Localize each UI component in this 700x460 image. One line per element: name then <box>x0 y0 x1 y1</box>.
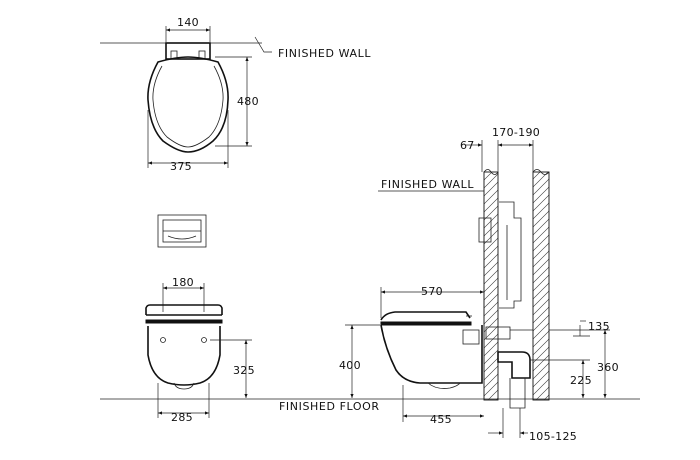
flush-plate-outer <box>157 214 207 248</box>
flush-plate <box>157 214 207 248</box>
inlet-pipe <box>485 326 511 340</box>
dim-front-base-width: 285 <box>171 411 193 424</box>
seat-hinge-block <box>165 42 211 60</box>
seat-lid-front <box>145 304 223 315</box>
finished-wall-section <box>483 171 499 401</box>
dim-front-hole-height: 325 <box>233 364 255 377</box>
dim-side-length: 570 <box>421 285 443 298</box>
finished-wall-label-top: FINISHED WALL <box>278 47 371 60</box>
bowl-mount-box <box>462 329 480 345</box>
dim-inlet-height: 135 <box>588 320 610 333</box>
dim-side-height: 400 <box>339 359 361 372</box>
dim-top-depth: 480 <box>237 95 259 108</box>
side-view: FINISHED WALL 67 170-190 570 <box>339 126 619 443</box>
outlet-pipe-front <box>173 382 195 390</box>
dim-outlet-height: 225 <box>570 374 592 387</box>
frame-bracket <box>478 217 492 243</box>
dim-frame-depth: 170-190 <box>492 126 540 139</box>
top-view: FINISHED WALL 140 480 375 <box>100 16 371 173</box>
cistern-frame <box>499 201 522 309</box>
outlet-bend-side <box>427 382 461 389</box>
dim-side-base: 455 <box>430 413 452 426</box>
seat-rim-front <box>145 319 223 324</box>
front-view: 180 325 285 <box>145 276 255 424</box>
drain-pipe <box>509 378 526 409</box>
back-wall-section <box>532 171 550 401</box>
finished-wall-label-side: FINISHED WALL <box>381 178 474 191</box>
dim-front-hole-spacing: 180 <box>172 276 194 289</box>
mount-hole-left <box>160 337 166 343</box>
finished-floor-label: FINISHED FLOOR <box>279 400 380 413</box>
bowl-outline-side <box>380 324 483 384</box>
wall-break-line <box>483 169 499 175</box>
dim-top-total-width: 375 <box>170 160 192 173</box>
outlet-pipe-side <box>497 351 531 379</box>
seat-rim-side <box>380 321 472 326</box>
dim-outlet-range: 105-125 <box>529 430 577 443</box>
dim-total-height: 360 <box>597 361 619 374</box>
seat-lid-side <box>380 311 471 321</box>
dim-wall-offset: 67 <box>460 139 475 152</box>
wall-break-line <box>532 169 550 175</box>
seat-outline-top <box>147 56 229 153</box>
flush-button-curve <box>167 235 197 240</box>
seat-inner-top <box>152 65 224 148</box>
dim-top-width: 140 <box>177 16 199 29</box>
mount-hole-right <box>201 337 207 343</box>
finished-wall-leader-top <box>254 36 272 53</box>
bowl-outline-front <box>147 326 221 386</box>
